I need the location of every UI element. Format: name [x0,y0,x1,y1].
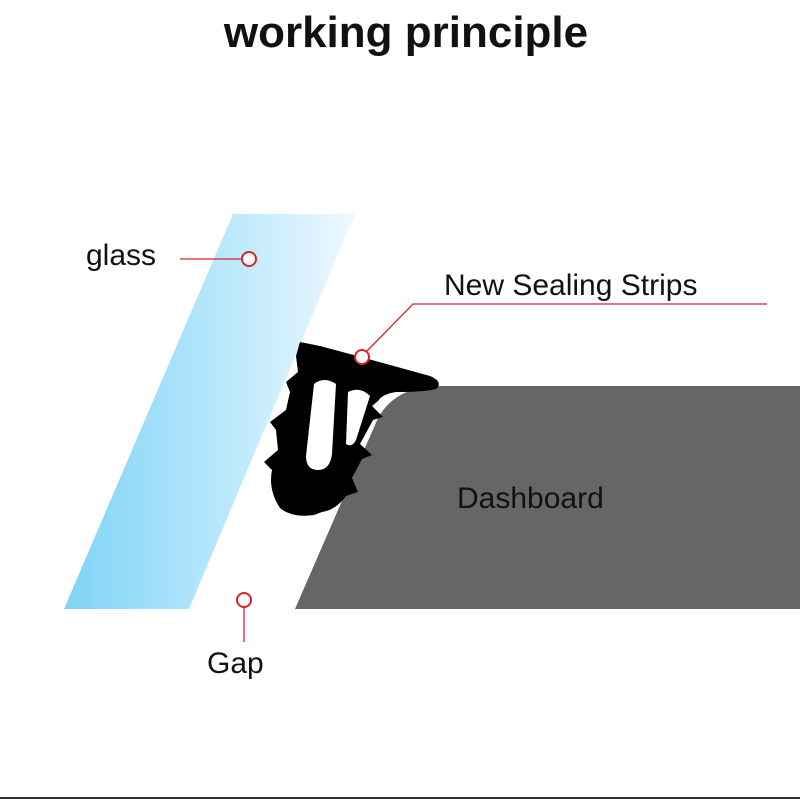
glass-label: glass [86,239,156,272]
sealing-strips-leader-line [365,303,767,353]
sealing-strips-label: New Sealing Strips [444,269,697,302]
glass-pane [64,214,355,609]
gap-marker [236,592,252,608]
glass-marker [241,251,257,267]
dashboard-label: Dashboard [457,482,604,515]
sealing-strips-marker [354,349,370,365]
dashboard-shape [295,386,800,609]
gap-label: Gap [207,647,264,680]
sealing-strip [264,342,439,516]
page-title: working principle [223,8,588,57]
